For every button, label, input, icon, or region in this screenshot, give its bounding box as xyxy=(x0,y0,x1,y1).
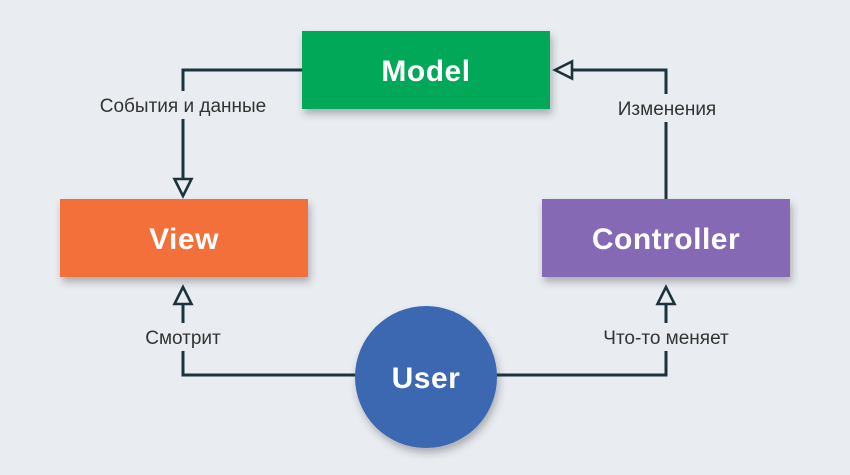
edge-label-changes-something: Что-то меняет xyxy=(592,323,740,351)
model-box xyxy=(302,31,550,109)
user-circle xyxy=(355,306,497,448)
controller-label: Controller xyxy=(592,223,740,256)
edge-label-events-and-data: События и данные xyxy=(88,91,278,119)
edge-label-bg xyxy=(608,94,726,122)
edge-label-bg xyxy=(592,323,740,351)
view-node: View xyxy=(60,199,308,277)
user-label: User xyxy=(392,362,461,395)
edge-label-watches: Смотрит xyxy=(134,323,232,351)
user-node: User xyxy=(355,306,497,448)
edge-label-bg xyxy=(88,91,278,119)
arrowhead-up-into-view xyxy=(172,284,194,306)
edge-label-changes: Изменения xyxy=(608,94,726,122)
edge-model-to-view-line xyxy=(181,68,302,180)
edge-label-bg xyxy=(134,323,232,351)
edge-label-text: События и данные xyxy=(100,96,266,117)
arrowhead-left-into-model xyxy=(552,59,574,81)
model-node: Model xyxy=(302,31,550,109)
controller-node: Controller xyxy=(542,199,790,277)
edge-controller-to-model-line xyxy=(571,68,668,199)
arrowhead-up-into-controller xyxy=(655,284,677,306)
view-box xyxy=(60,199,308,277)
edge-label-text: Смотрит xyxy=(145,328,221,349)
arrowhead-down-into-view xyxy=(172,177,194,199)
view-label: View xyxy=(149,223,219,256)
edge-label-text: Изменения xyxy=(618,99,716,120)
model-label: Model xyxy=(381,55,470,88)
edge-label-text: Что-то меняет xyxy=(603,328,729,349)
controller-box xyxy=(542,199,790,277)
